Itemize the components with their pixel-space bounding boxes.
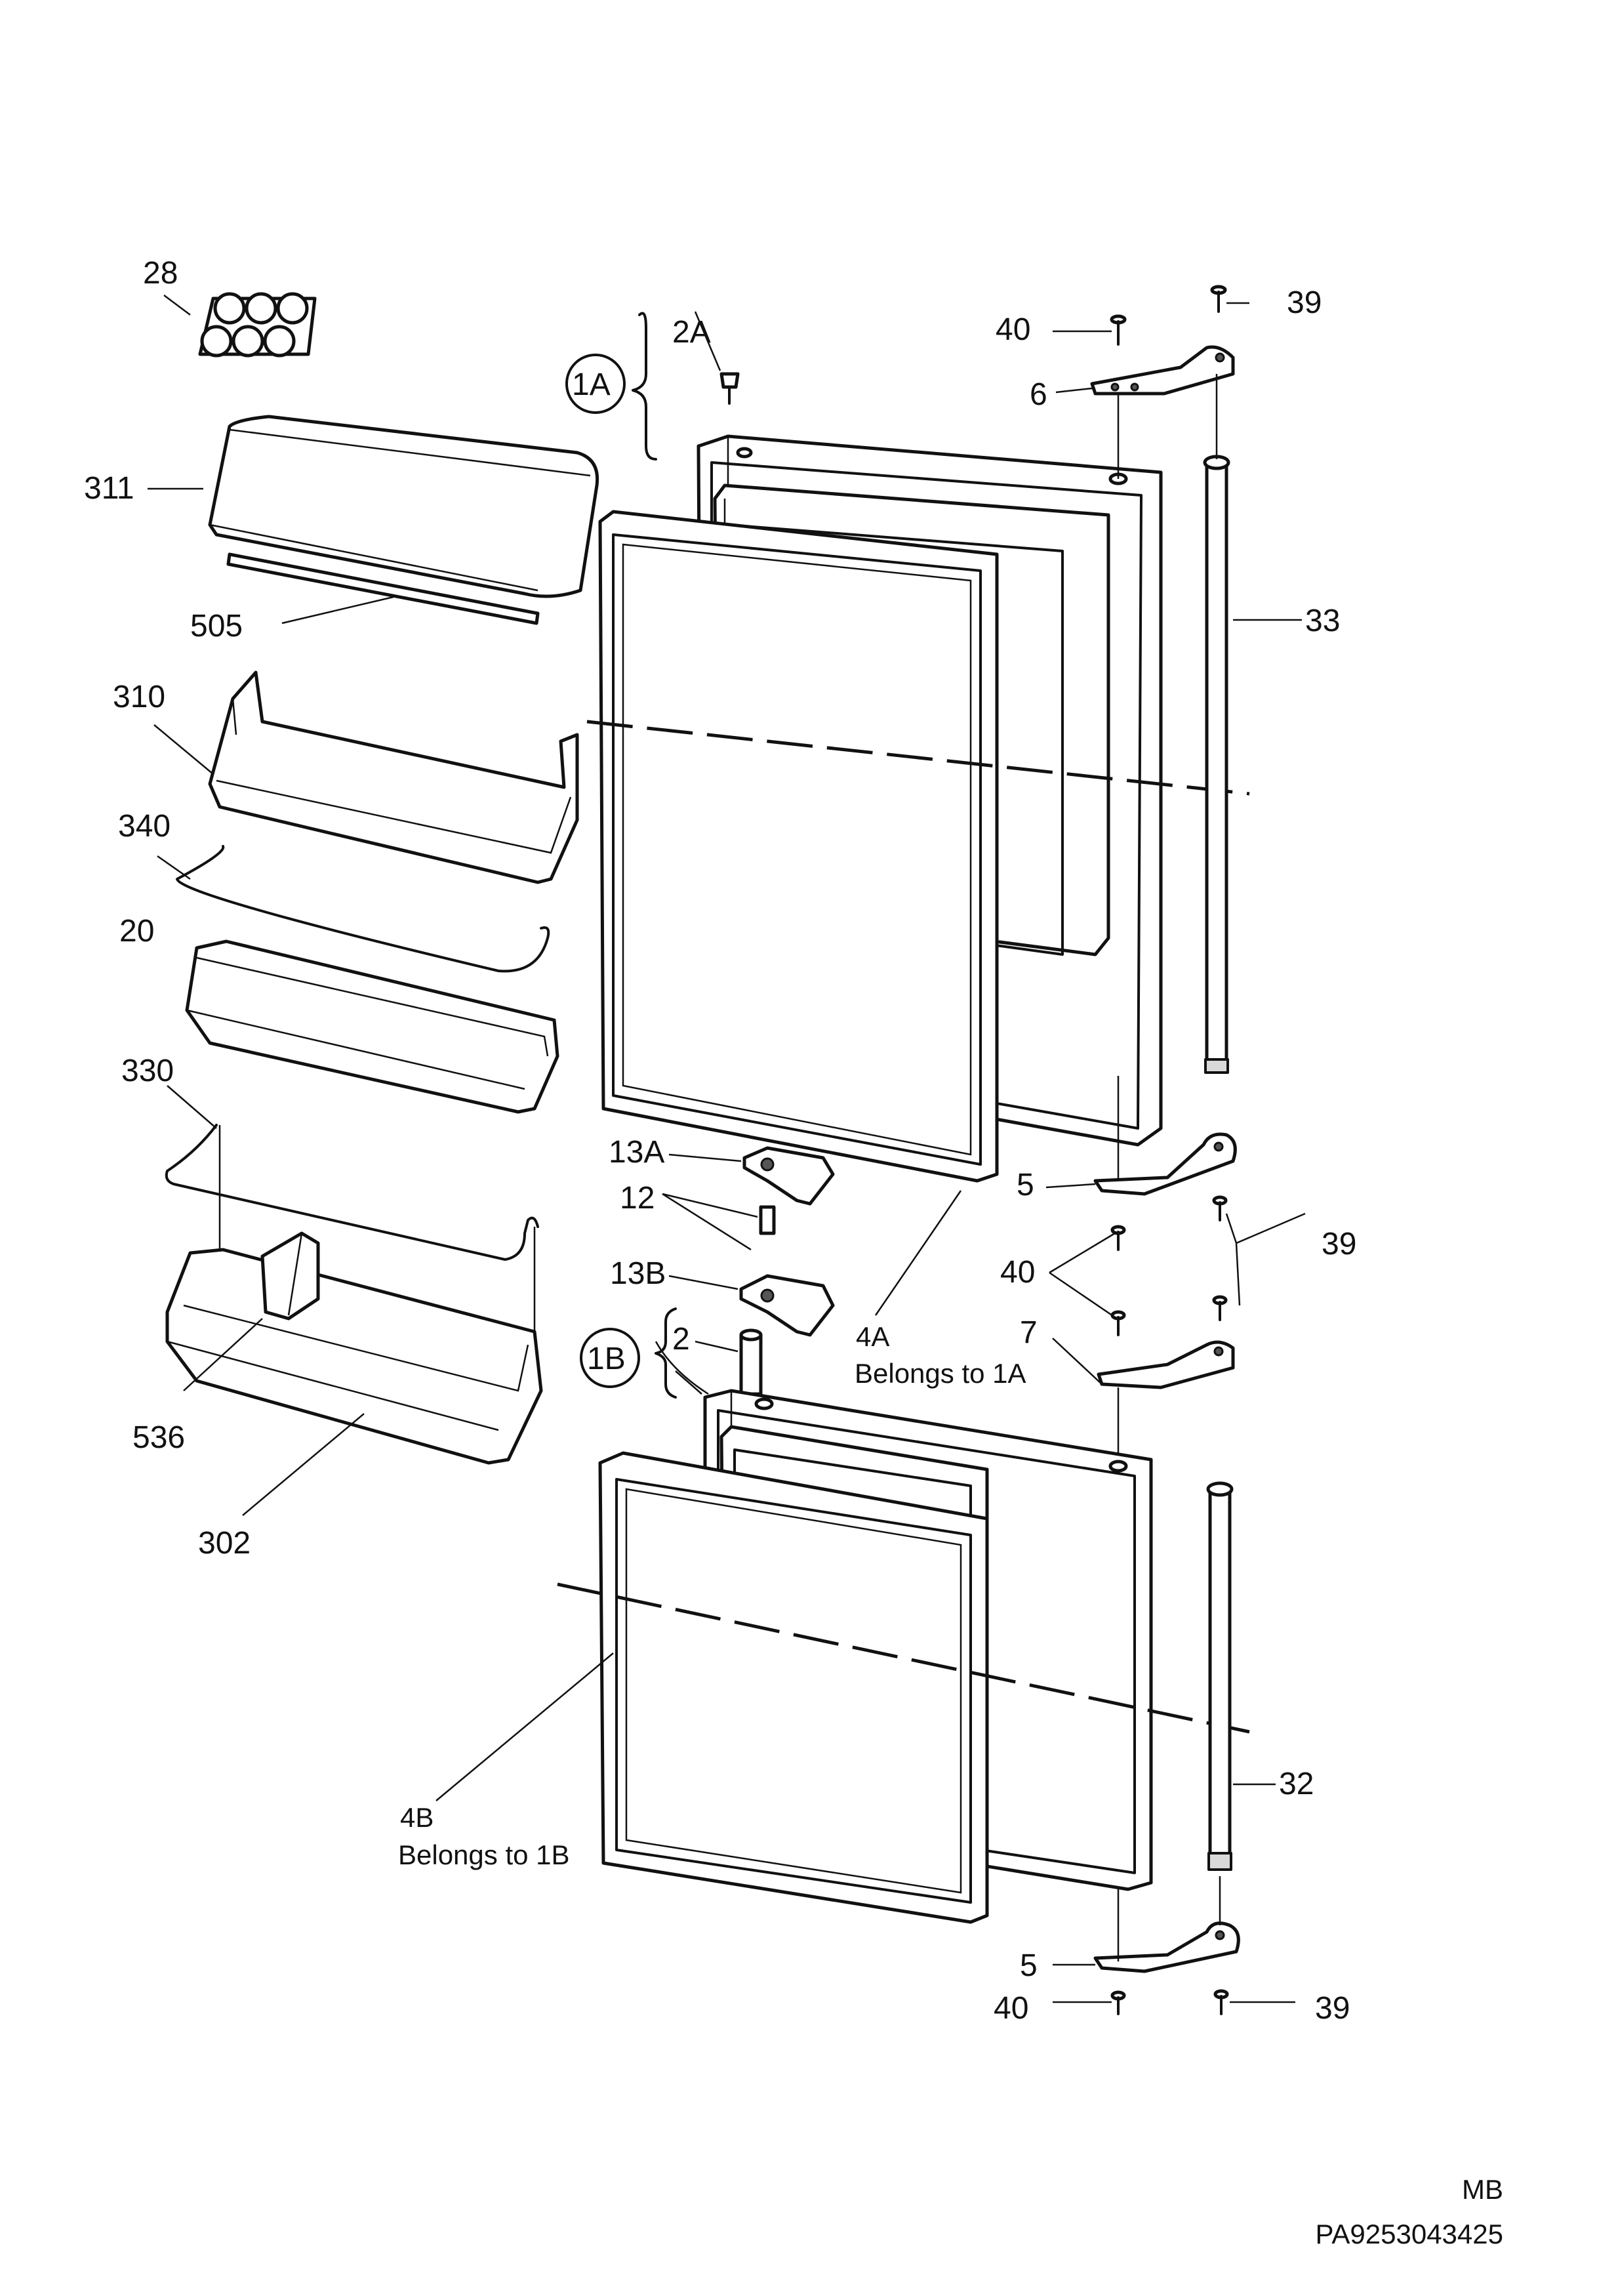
shelf-divider-part-536 bbox=[260, 1231, 320, 1321]
door-shelf-part-310 bbox=[208, 670, 579, 884]
label-28: 28 bbox=[143, 256, 178, 291]
label-39-top: 39 bbox=[1287, 285, 1322, 320]
group-bracket-1B bbox=[655, 1307, 677, 1399]
label-32: 32 bbox=[1279, 1767, 1314, 1801]
label-1B: 1B bbox=[587, 1342, 626, 1376]
label-2: 2 bbox=[672, 1322, 690, 1357]
label-39-middle: 39 bbox=[1322, 1227, 1356, 1261]
label-33: 33 bbox=[1305, 604, 1340, 638]
screw-part-40-middle-a bbox=[1110, 1225, 1126, 1251]
lower-hinge-bracket-part-5-upper bbox=[1093, 1132, 1237, 1196]
lower-door-gasket-part-4B bbox=[598, 1451, 989, 1924]
label-4B-note: Belongs to 1B bbox=[398, 1839, 570, 1870]
screw-part-39-middle-b bbox=[1212, 1295, 1228, 1321]
egg-tray-part-28 bbox=[198, 292, 317, 358]
label-1A: 1A bbox=[572, 367, 611, 402]
label-505: 505 bbox=[190, 609, 243, 644]
label-5-upper: 5 bbox=[1017, 1168, 1034, 1202]
label-5-lower: 5 bbox=[1020, 1948, 1038, 1983]
bolt-part-2 bbox=[739, 1328, 763, 1396]
wire-bar-part-340 bbox=[176, 845, 550, 973]
label-20: 20 bbox=[119, 914, 154, 949]
screw-part-40-bottom bbox=[1110, 1990, 1126, 2015]
screw-part-40-top bbox=[1110, 314, 1127, 346]
door-shelf-part-20 bbox=[185, 939, 559, 1114]
group-bracket-1A bbox=[632, 312, 657, 461]
label-40-bottom: 40 bbox=[994, 1991, 1028, 2026]
screw-part-39-middle-a bbox=[1212, 1195, 1228, 1221]
label-4B: 4B bbox=[400, 1802, 434, 1833]
label-330: 330 bbox=[121, 1054, 174, 1088]
circle-label-1A bbox=[565, 354, 626, 414]
footer-part-number: PA9253043425 bbox=[1316, 2219, 1504, 2249]
label-4A-note: Belongs to 1A bbox=[855, 1358, 1026, 1389]
label-39-bottom: 39 bbox=[1315, 1991, 1350, 2026]
screw-part-2A bbox=[719, 372, 740, 405]
hinge-part-13A bbox=[742, 1146, 835, 1206]
label-536: 536 bbox=[132, 1420, 185, 1455]
hinge-part-13B bbox=[739, 1274, 835, 1337]
label-311: 311 bbox=[84, 471, 134, 506]
screw-part-39-bottom bbox=[1213, 1989, 1229, 2015]
door-shelf-part-302 bbox=[165, 1248, 543, 1465]
screw-part-40-middle-b bbox=[1110, 1310, 1126, 1336]
lower-handle-part-32 bbox=[1206, 1481, 1234, 1871]
handle-bracket-part-6 bbox=[1090, 345, 1235, 396]
label-12: 12 bbox=[620, 1181, 655, 1216]
lower-hinge-bracket-part-5-lower bbox=[1093, 1921, 1240, 1973]
break-line-upper bbox=[586, 720, 1250, 796]
wire-bar-part-330 bbox=[165, 1124, 539, 1261]
circle-label-1B bbox=[580, 1328, 640, 1388]
leader-lines bbox=[148, 295, 1306, 2003]
label-40-top: 40 bbox=[996, 312, 1030, 347]
label-7: 7 bbox=[1020, 1315, 1038, 1350]
upper-handle-part-33 bbox=[1203, 455, 1230, 1074]
hinge-pin-part-12 bbox=[759, 1205, 776, 1235]
screw-part-39-top bbox=[1210, 285, 1227, 313]
upper-door-gasket-part-4A bbox=[598, 510, 999, 1183]
label-302: 302 bbox=[198, 1526, 251, 1561]
label-40-middle: 40 bbox=[1000, 1255, 1035, 1290]
label-4A: 4A bbox=[856, 1321, 889, 1352]
label-6: 6 bbox=[1030, 377, 1047, 412]
dairy-lid-part-311 bbox=[208, 415, 599, 598]
label-2A: 2A bbox=[672, 315, 711, 350]
handle-bracket-part-7 bbox=[1097, 1340, 1235, 1389]
label-310: 310 bbox=[113, 680, 165, 714]
label-13B: 13B bbox=[610, 1256, 666, 1291]
strip-part-505 bbox=[226, 552, 540, 625]
label-13A: 13A bbox=[609, 1135, 664, 1170]
footer-code-mb: MB bbox=[1462, 2174, 1503, 2205]
label-340: 340 bbox=[118, 809, 171, 844]
